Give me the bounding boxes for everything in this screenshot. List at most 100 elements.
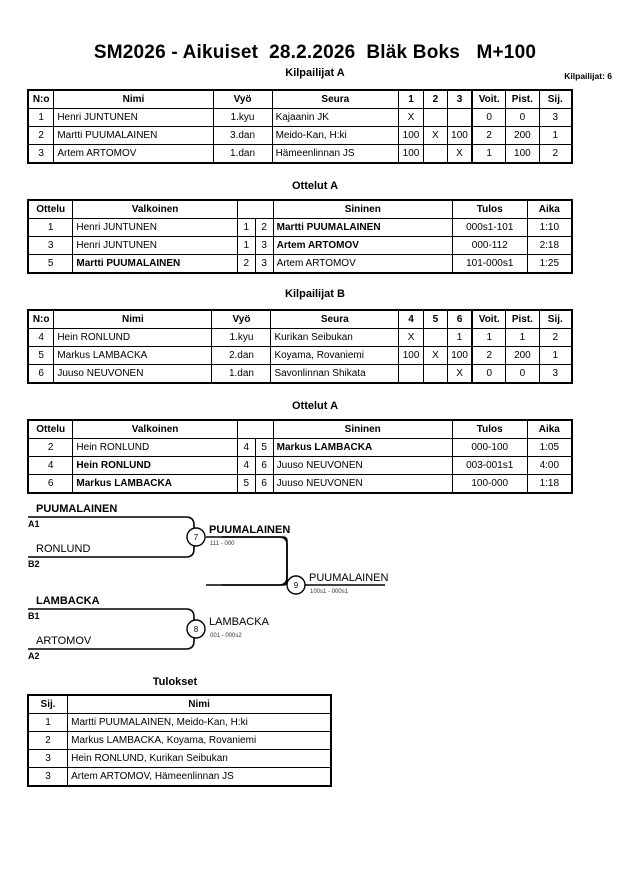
- semifinal-1-score: 111 - 000: [210, 541, 235, 547]
- cell-no: 2: [27, 126, 55, 145]
- cell-match-2: 100: [446, 126, 473, 145]
- col-blue: Sininen: [272, 419, 453, 439]
- cell-rank: 1: [538, 126, 573, 145]
- page-title: SM2026 - Aikuiset 28.2.2026 Bläk Boks M+…: [93, 42, 537, 63]
- cell-rank: 3: [538, 108, 573, 127]
- cell-match-2: 100: [446, 346, 473, 365]
- bracket-entrant-0-name: PUUMALAINEN: [36, 503, 117, 515]
- table-header-row: Ottelu Valkoinen Sininen Tulos Aika: [27, 199, 573, 219]
- col-result: Tulos: [451, 419, 528, 439]
- cell-match-1: X: [422, 126, 448, 145]
- col-white: Valkoinen: [72, 199, 238, 219]
- cell-match-1: [423, 364, 448, 384]
- cell-wins: 2: [471, 126, 507, 145]
- cell-belt: 2.dan: [211, 346, 272, 365]
- col-belt: Vyö: [211, 309, 272, 329]
- cell-rank: 1: [27, 713, 69, 732]
- cell-match-1: [423, 328, 448, 347]
- cell-ottelu: 3: [27, 236, 74, 255]
- cell-blue-no: 3: [254, 236, 274, 255]
- cell-wins: 1: [471, 328, 507, 347]
- col-no: N:o: [27, 89, 55, 109]
- cell-match-0: 100: [398, 144, 424, 164]
- cell-result: 000-100: [451, 438, 528, 457]
- cell-wins: 2: [471, 346, 507, 365]
- cell-blue-no: 6: [254, 474, 274, 494]
- cell-points: 0: [505, 108, 540, 127]
- cell-blue: Juuso NEUVONEN: [272, 456, 453, 475]
- cell-match-1: X: [423, 346, 448, 365]
- cell-white: Hein RONLUND: [72, 456, 238, 475]
- cell-belt: 1.dan: [212, 144, 273, 164]
- cell-club: Koyama, Rovaniemi: [270, 346, 400, 365]
- cell-result: 101-000s1: [451, 254, 528, 274]
- col-wins: Voit.: [471, 89, 507, 109]
- cell-match-1: [422, 108, 448, 127]
- semifinal-2-winner: LAMBACKA: [209, 616, 270, 628]
- cell-name: Artem ARTOMOV: [53, 144, 214, 164]
- cell-wins: 0: [471, 108, 507, 127]
- bracket-entrant-2-seed: B1: [28, 611, 40, 621]
- col-m3: 3: [446, 89, 473, 109]
- cell-match-2: [446, 108, 473, 127]
- cell-white-no: 1: [236, 218, 256, 237]
- cell-no: 5: [27, 346, 55, 365]
- table-header-row: Ottelu Valkoinen Sininen Tulos Aika: [27, 419, 573, 439]
- cell-blue: Juuso NEUVONEN: [272, 474, 453, 494]
- col-result: Tulos: [451, 199, 528, 219]
- cell-result: 003-001s1: [451, 456, 528, 475]
- cell-blue-no: 5: [254, 438, 274, 457]
- cell-match-0: X: [398, 108, 424, 127]
- cell-white-no: 4: [236, 438, 256, 457]
- cell-match-1: [422, 144, 448, 164]
- cell-rank: 1: [538, 346, 573, 365]
- cell-points: 0: [505, 364, 540, 384]
- cell-time: 2:18: [526, 236, 573, 255]
- cell-ottelu: 2: [27, 438, 74, 457]
- cell-club: Meido-Kan, H:ki: [271, 126, 400, 145]
- col-ottelu: Ottelu: [27, 199, 74, 219]
- col-belt: Vyö: [212, 89, 273, 109]
- final-node: [286, 575, 306, 595]
- cell-no: 6: [27, 364, 55, 384]
- semifinal-1-winner: PUUMALAINEN: [209, 524, 290, 536]
- bracket-entrant-0-seed: A1: [28, 519, 40, 529]
- col-m2: 2: [422, 89, 448, 109]
- cell-blue-no: 2: [254, 218, 274, 237]
- bracket-entrant-1-seed: B2: [28, 559, 40, 569]
- cell-blue: Martti PUUMALAINEN: [272, 218, 453, 237]
- cell-belt: 1.kyu: [212, 108, 273, 127]
- cell-name: Markus LAMBACKA: [53, 346, 213, 365]
- col-m1: 1: [398, 89, 424, 109]
- cell-white-no: 1: [236, 236, 256, 255]
- cell-white: Henri JUNTUNEN: [72, 218, 238, 237]
- cell-belt: 1.kyu: [211, 328, 272, 347]
- col-time: Aika: [526, 419, 573, 439]
- cell-name: Martti PUUMALAINEN: [53, 126, 214, 145]
- cell-match-0: 100: [398, 126, 424, 145]
- cell-blue-no: 6: [254, 456, 274, 475]
- matches-a-heading: Ottelut A: [291, 180, 339, 192]
- pool-b-table: N:o Nimi Vyö Seura 4 5 6 Voit. Pist. Sij…: [27, 309, 573, 384]
- cell-time: 1:05: [526, 438, 573, 457]
- cell-no: 3: [27, 144, 55, 164]
- cell-belt: 3.dan: [212, 126, 273, 145]
- cell-match-0: X: [398, 328, 424, 347]
- cell-name: Juuso NEUVONEN: [53, 364, 213, 384]
- col-points: Pist.: [505, 309, 540, 329]
- cell-white: Henri JUNTUNEN: [72, 236, 238, 255]
- elimination-bracket: PUUMALAINEN A1 RONLUND B2 LAMBACKA B1 AR…: [0, 497, 630, 672]
- cell-ottelu: 6: [27, 474, 74, 494]
- col-rank: Sij.: [538, 89, 573, 109]
